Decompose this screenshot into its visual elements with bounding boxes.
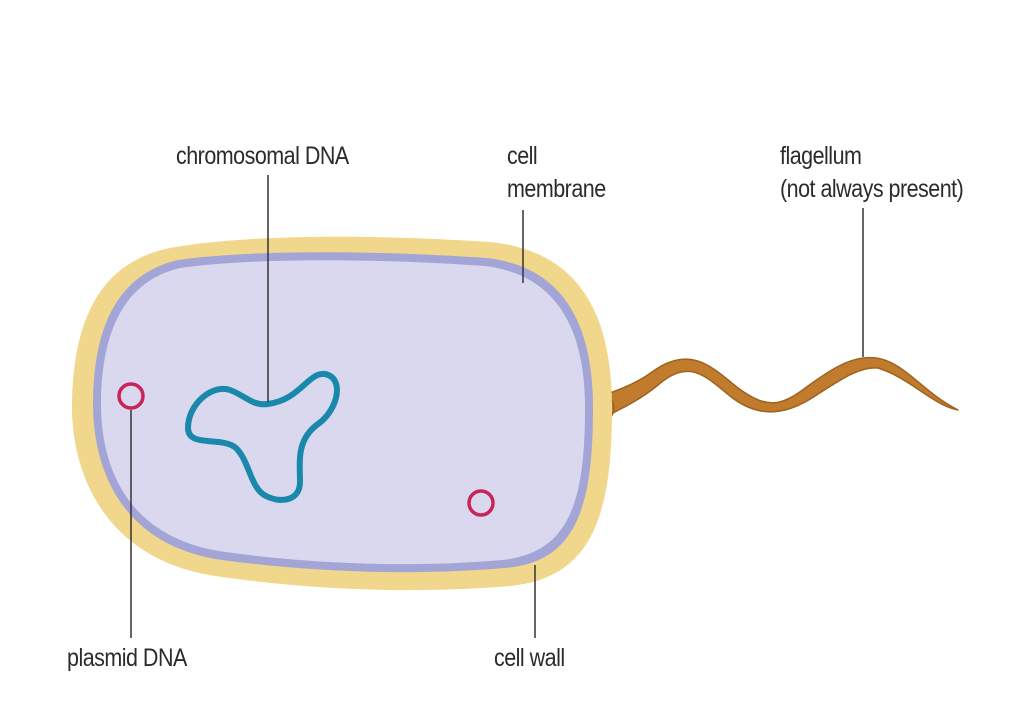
label-flagellum-line1: flagellum	[780, 142, 862, 170]
label-flagellum-line2: (not always present)	[780, 175, 964, 203]
label-cell-wall: cell wall	[494, 644, 565, 672]
flagellum	[584, 356, 959, 425]
label-chromosomal-dna: chromosomal DNA	[176, 142, 349, 170]
chromosomal-dna	[185, 371, 340, 503]
plasmid-dna-2	[467, 489, 495, 517]
plasmid-dna-1	[117, 382, 145, 410]
label-plasmid-dna: plasmid DNA	[67, 644, 187, 672]
label-cell-membrane-line1: cell	[507, 142, 538, 170]
cytoplasm	[100, 260, 585, 565]
label-cell-membrane-line2: membrane	[507, 175, 606, 203]
